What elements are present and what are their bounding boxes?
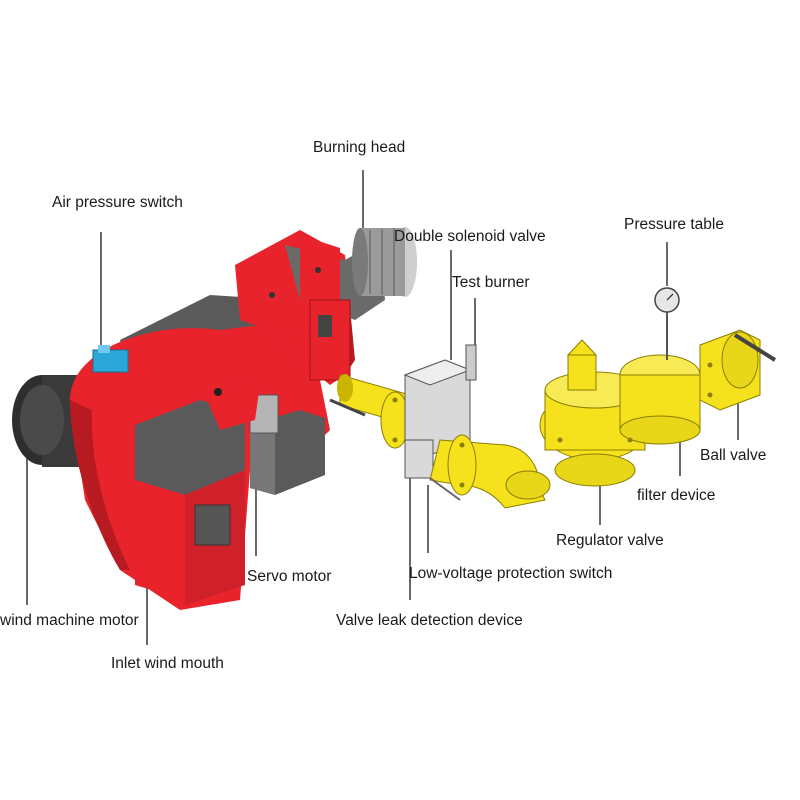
- label-test-burner: Test burner: [452, 274, 530, 291]
- label-valve-leak-detection-device: Valve leak detection device: [336, 612, 523, 629]
- label-wind-machine-motor: wind machine motor: [0, 612, 139, 629]
- label-low-voltage-protection-switch: Low-voltage protection switch: [409, 565, 613, 582]
- label-air-pressure-switch: Air pressure switch: [52, 194, 183, 211]
- label-ball-valve: Ball valve: [700, 447, 767, 464]
- label-double-solenoid-valve: Double solenoid valve: [394, 228, 546, 245]
- burner-body: [12, 227, 417, 610]
- label-servo-motor: Servo motor: [247, 568, 332, 585]
- label-regulator-valve: Regulator valve: [556, 532, 664, 549]
- gas-train: [329, 287, 777, 509]
- label-inlet-wind-mouth: Inlet wind mouth: [111, 655, 224, 672]
- label-pressure-table: Pressure table: [624, 216, 724, 233]
- label-filter-device: filter device: [637, 487, 716, 504]
- label-burning-head: Burning head: [313, 139, 406, 156]
